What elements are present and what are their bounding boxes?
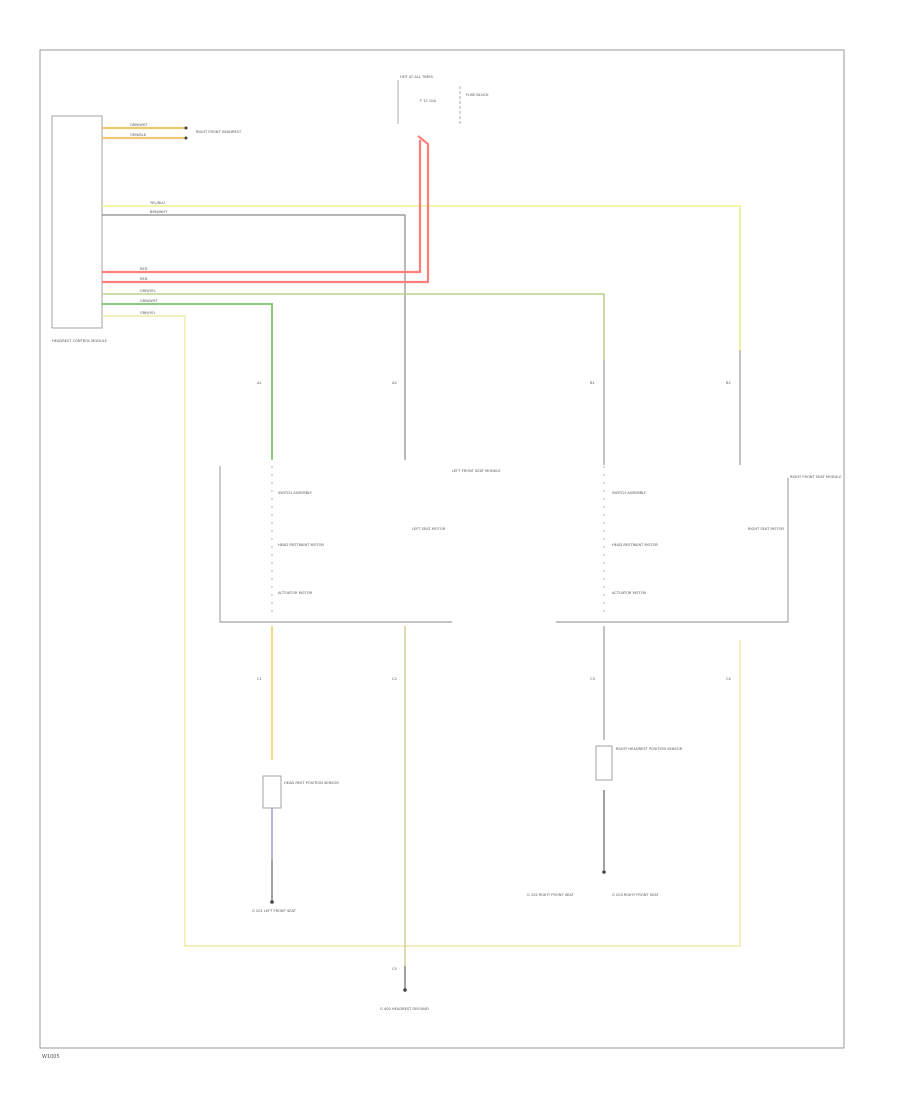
left-ground-label: G 201 LEFT FRONT SEAT	[252, 909, 297, 913]
top-connector-label: RIGHT FRONT HEADREST	[196, 130, 242, 134]
left-bottom-box[interactable]	[262, 775, 282, 809]
wire-label-w9: GRN/YEL	[140, 311, 156, 315]
wire-label-w4: BRN/WHT	[150, 210, 168, 214]
wire-green-left	[102, 303, 273, 460]
pin-label-p2: A2	[392, 381, 397, 385]
pin-label-p5: C1	[257, 677, 262, 681]
pin-label-p9: C5	[392, 967, 397, 971]
right-bottom-box[interactable]	[595, 745, 613, 781]
right-ground-a-label: G 202 RIGHT FRONT SEAT	[527, 893, 574, 897]
left-seat-label: LEFT SEAT MOTOR	[412, 527, 446, 531]
right-inner-3: ACTUATOR MOTOR	[612, 591, 647, 595]
right-module-label: RIGHT FRONT SEAT MODULE	[790, 475, 842, 479]
wire-label-w1: ORN/WHT	[130, 123, 148, 127]
wire-red-1	[102, 140, 422, 274]
wire-label-w2: ORN/BLK	[130, 133, 147, 137]
wire-label-w7: GRN/YEL	[140, 289, 156, 293]
pin-label-p3: B1	[590, 381, 595, 385]
pin-marker	[184, 136, 188, 140]
right-module-box[interactable]	[556, 478, 789, 623]
pin-marker	[184, 126, 188, 130]
wire-yellow-long	[102, 205, 741, 350]
ground-left	[270, 900, 274, 904]
fuse-id: F 12 10A	[420, 99, 436, 103]
control-module-box[interactable]	[51, 115, 103, 329]
left-inner-3: ACTUATOR MOTOR	[278, 591, 313, 595]
pin-label-p1: A1	[257, 381, 262, 385]
wire-red-2	[102, 135, 430, 284]
fuse-label: HOT AT ALL TIMES	[400, 75, 434, 79]
wire-label-w6: RED	[140, 277, 148, 281]
wire-label-w3: YEL/BLU	[150, 201, 165, 205]
wire-label-w8: GRN/WHT	[140, 299, 158, 303]
wire-label-w5: RED	[140, 267, 148, 271]
pin-label-p6: C2	[392, 677, 397, 681]
pin-label-p8: C4	[726, 677, 732, 681]
left-bottom-label: HEAD REST POSITION SENSOR	[284, 781, 339, 785]
wire-gray	[102, 214, 406, 460]
right-inner-1: SWITCH ASSEMBLY	[612, 491, 647, 495]
ground-right	[602, 870, 606, 874]
wire-pale-yellow	[102, 315, 741, 947]
diagram-id: W1005	[42, 1054, 60, 1060]
right-ground-b-label: G 203 RIGHT FRONT SEAT	[612, 893, 659, 897]
wire-green-long	[102, 293, 605, 360]
bottom-ground-label: G 400 HEADREST GROUND	[380, 1007, 429, 1011]
left-module-label: LEFT FRONT SEAT MODULE	[452, 469, 501, 473]
diagram-frame	[39, 49, 845, 1049]
left-inner-1: SWITCH ASSEMBLY	[278, 491, 313, 495]
right-inner-2: HEAD RESTRAINT MOTOR	[612, 543, 658, 547]
right-seat-label: RIGHT SEAT MOTOR	[748, 527, 784, 531]
fuse-box-label: FUSE BLOCK	[466, 93, 489, 97]
control-module-label: HEADREST CONTROL MODULE	[52, 339, 108, 343]
pin-label-p4: B2	[726, 381, 731, 385]
left-inner-2: HEAD RESTRAINT MOTOR	[278, 543, 324, 547]
right-bottom-label: RIGHT HEADREST POSITION SENSOR	[616, 747, 683, 751]
left-module-box[interactable]	[219, 466, 452, 623]
pin-label-p7: C3	[590, 677, 595, 681]
